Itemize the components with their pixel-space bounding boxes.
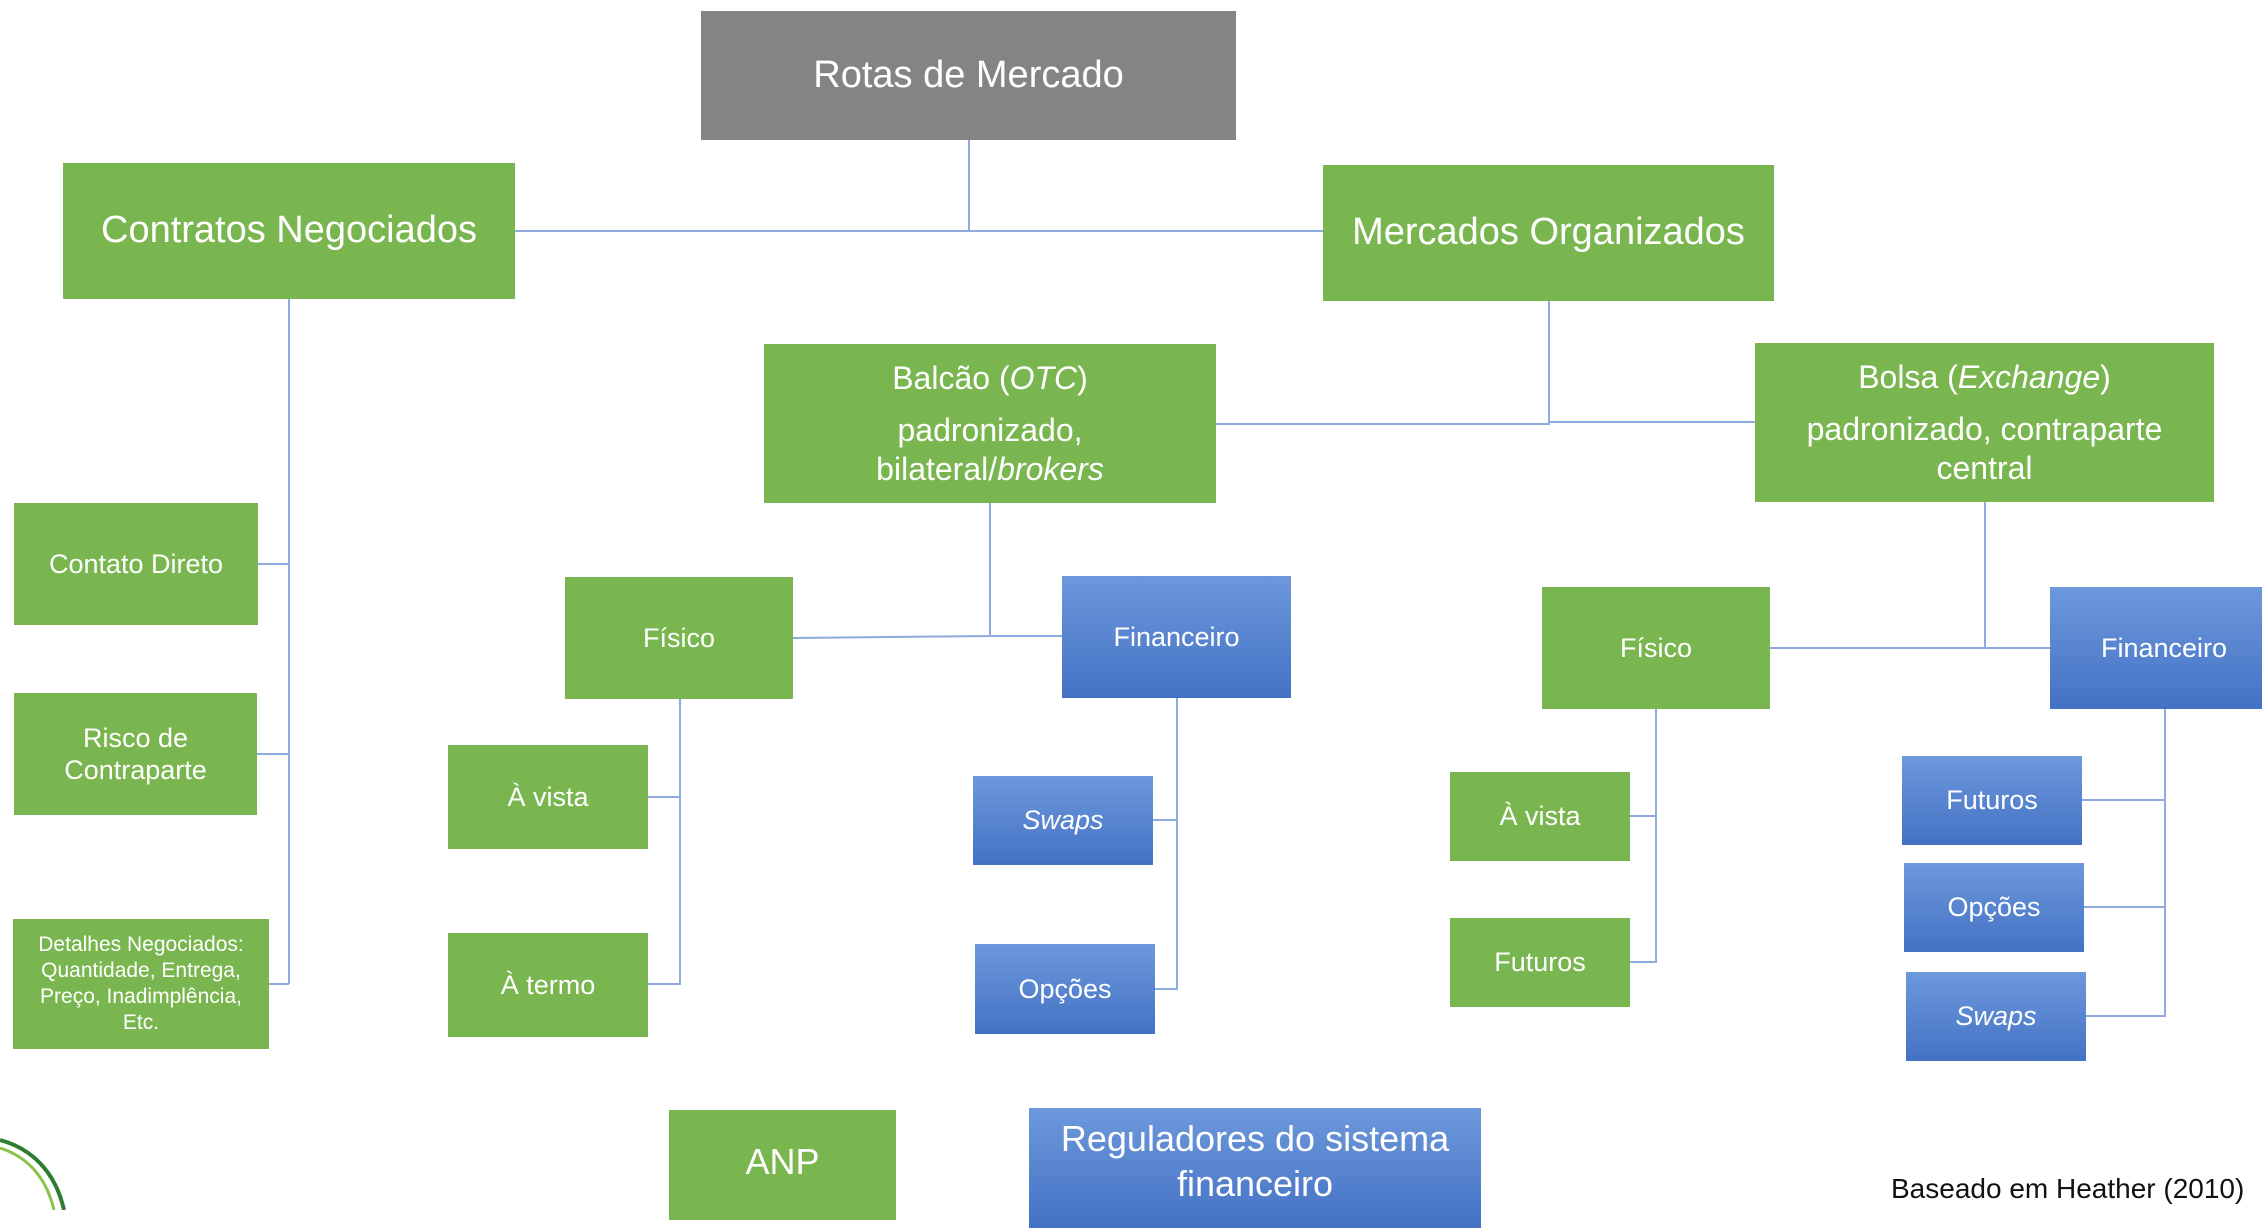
otc-financeiro-node: Financeiro [1062, 576, 1291, 698]
otc-fisico-label: Físico [642, 622, 715, 653]
otc-a-termo-label: À termo [500, 969, 596, 1000]
detalhes-negociados-line-2: Quantidade, Entrega, [41, 958, 241, 982]
mercados-organizados-title: Mercados Organizados [1352, 211, 1745, 254]
otc-opcoes-label: Opções [1018, 973, 1112, 1004]
risco-contraparte-line-2: Contraparte [64, 755, 207, 785]
otc-swaps-node: Swaps [973, 776, 1153, 865]
anp-label: ANP [745, 1141, 820, 1182]
otc-opcoes-node: Opções [975, 944, 1155, 1034]
exchange-a-vista-node: À vista [1450, 772, 1630, 861]
otc-a-vista-node: À vista [448, 745, 648, 849]
logo-arc-icon [0, 1138, 66, 1210]
risco-contraparte-node: Risco de Contraparte [14, 693, 257, 815]
contratos-negociados-title: Contratos Negociados [101, 209, 477, 252]
otc-swaps-label: Swaps [1022, 805, 1104, 836]
balcao-otc-title: Balcão (OTC) [892, 359, 1088, 397]
bolsa-exchange-title: Bolsa (Exchange) [1858, 358, 2111, 396]
exchange-a-vista-label: À vista [1499, 801, 1581, 832]
exchange-swaps-node: Swaps [1906, 972, 2086, 1061]
exchange-fisico-label: Físico [1619, 632, 1692, 663]
otc-a-vista-label: À vista [507, 781, 589, 812]
exchange-fisico-node: Físico [1542, 587, 1770, 709]
exchange-opcoes-label: Opções [1947, 892, 2041, 923]
balcao-otc-title-suffix: ) [1077, 359, 1088, 396]
root-title: Rotas de Mercado [813, 53, 1124, 96]
balcao-otc-title-italic: OTC [1009, 359, 1078, 396]
bolsa-exchange-title-italic: Exchange [1957, 358, 2101, 395]
exchange-financeiro-futuros-node: Futuros [1902, 756, 2082, 845]
contato-direto-node: Contato Direto [14, 503, 258, 625]
balcao-otc-node: Balcão (OTC) padronizado, bilateral/brok… [764, 344, 1216, 503]
detalhes-negociados-node: Detalhes Negociados: Quantidade, Entrega… [13, 919, 269, 1049]
bolsa-exchange-desc-line-1: padronizado, contraparte [1806, 411, 2163, 448]
contato-direto-label: Contato Direto [48, 548, 224, 579]
contratos-negociados-node: Contratos Negociados [63, 163, 515, 299]
otc-fisico-node: Físico [565, 577, 793, 699]
balcao-otc-desc-line-2: bilateral/brokers [876, 450, 1104, 488]
source-credit: Baseado em Heather (2010) [1891, 1173, 2245, 1204]
bolsa-exchange-node: Bolsa (Exchange) padronizado, contrapart… [1755, 343, 2214, 502]
otc-financeiro-label: Financeiro [1113, 621, 1240, 652]
exchange-financeiro-futuros-label: Futuros [1946, 785, 2038, 816]
balcao-otc-desc-line-2-prefix: bilateral/ [876, 450, 998, 487]
reguladores-financeiros-node: Reguladores do sistema financeiro [1029, 1108, 1481, 1228]
exchange-financeiro-label: Financeiro [2100, 632, 2228, 663]
anp-node: ANP [669, 1110, 896, 1220]
reguladores-line-1: Reguladores do sistema [1060, 1118, 1450, 1159]
otc-a-termo-node: À termo [448, 933, 648, 1037]
balcao-otc-desc-line-1: padronizado, [897, 412, 1083, 449]
detalhes-negociados-line-3: Preço, Inadimplência, [40, 985, 242, 1008]
exchange-fisico-futuros-label: Futuros [1494, 947, 1586, 978]
exchange-opcoes-node: Opções [1904, 863, 2084, 952]
exchange-fisico-futuros-node: Futuros [1450, 918, 1630, 1007]
bolsa-exchange-desc-line-2: central [1936, 449, 2033, 486]
bolsa-exchange-title-suffix: ) [2100, 358, 2111, 395]
reguladores-line-2: financeiro [1176, 1163, 1334, 1204]
bolsa-exchange-title-prefix: Bolsa ( [1858, 358, 1958, 395]
balcao-otc-title-prefix: Balcão ( [892, 359, 1010, 396]
root-node: Rotas de Mercado [701, 11, 1236, 140]
mercados-organizados-node: Mercados Organizados [1323, 165, 1774, 301]
risco-contraparte-line-1: Risco de [82, 722, 189, 753]
exchange-financeiro-node: Financeiro [2050, 587, 2262, 709]
detalhes-negociados-line-4: Etc. [122, 1011, 160, 1035]
detalhes-negociados-line-1: Detalhes Negociados: [38, 932, 244, 956]
balcao-otc-desc-line-2-italic: brokers [997, 450, 1104, 487]
exchange-swaps-label: Swaps [1955, 1001, 2037, 1032]
